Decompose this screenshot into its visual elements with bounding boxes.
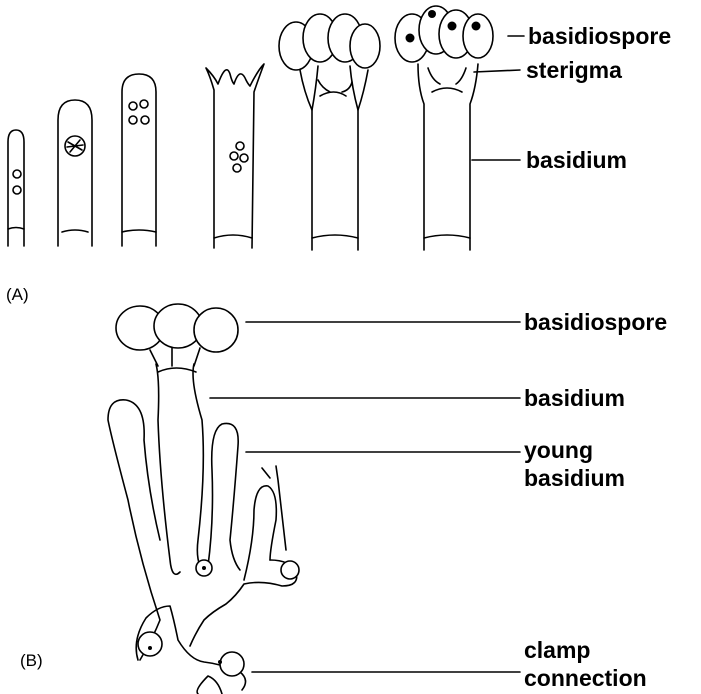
leader-sterigma	[474, 70, 520, 72]
label-young-basidium-2: basidium	[524, 465, 625, 491]
base-hyphae	[136, 560, 297, 694]
label-young-basidium-1: young	[524, 437, 593, 463]
panel-b: basidiospore basidium young basidium cla…	[20, 304, 667, 694]
panel-b-tag: (B)	[20, 651, 43, 670]
stage-1-basidium	[8, 130, 24, 246]
label-sterigma: sterigma	[526, 57, 622, 83]
young-basidium-right	[208, 423, 240, 570]
label-clamp-connection-1: clamp	[524, 637, 590, 663]
label-basidiospore-b: basidiospore	[524, 309, 667, 335]
clamp-4	[281, 561, 299, 579]
clamp-1	[138, 632, 162, 656]
panel-a: basidiospore sterigma basidium (A)	[6, 6, 671, 304]
mature-basidium	[156, 364, 203, 574]
label-basidiospore-a: basidiospore	[528, 23, 671, 49]
stage-3-basidium	[122, 74, 156, 246]
stage-6-basidium	[395, 6, 493, 250]
label-clamp-connection-2: connection	[524, 665, 647, 691]
stage-2-basidium	[58, 100, 92, 246]
young-basidium-left	[108, 400, 160, 660]
side-hypha	[244, 486, 276, 580]
spore-3	[194, 308, 238, 352]
clamp-2	[220, 652, 244, 676]
panel-a-tag: (A)	[6, 285, 29, 304]
stage-5-basidium	[279, 14, 380, 250]
label-basidium-b: basidium	[524, 385, 625, 411]
label-basidium-a: basidium	[526, 147, 627, 173]
stage-4-basidium	[206, 64, 264, 248]
